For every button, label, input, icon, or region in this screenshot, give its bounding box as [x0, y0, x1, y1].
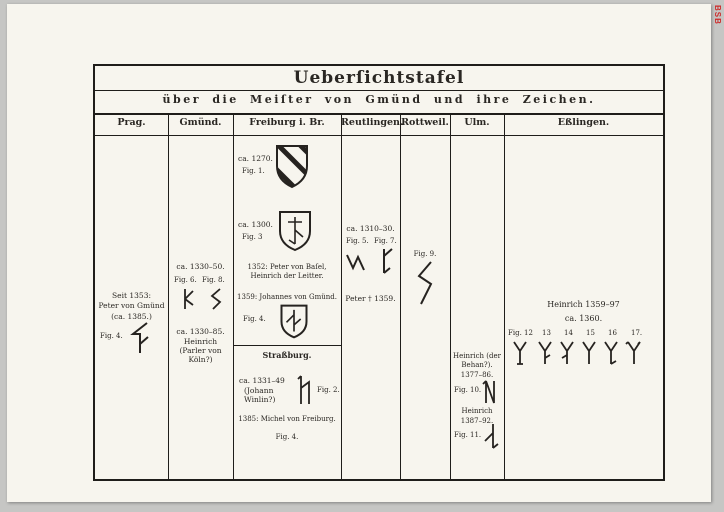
bsb-watermark: BSB	[713, 5, 722, 25]
freiburg-entry3-line1: 1352: Peter von Baſel,	[247, 263, 327, 271]
column-divider	[400, 113, 401, 479]
column-header-esslingen: Eßlingen.	[557, 117, 610, 128]
freiburg-entry4-fig: Fig. 4.	[243, 315, 266, 323]
esslingen-fig13-label: 13	[542, 329, 551, 337]
mason-mark-fig15-icon	[582, 341, 596, 364]
reutlingen-fig7-label: Fig. 7.	[374, 237, 397, 245]
strassburg-fig4-label: Fig. 4.	[275, 433, 299, 441]
column-divider	[233, 113, 234, 479]
freiburg-entry3-line2: Heinrich der Leitter.	[250, 272, 324, 280]
prag-date: Seit 1353:	[112, 291, 151, 300]
reutlingen-date: ca. 1310–30.	[346, 224, 395, 233]
mason-mark-fig10-icon	[482, 380, 495, 404]
ulm-fig10-label: Fig. 10.	[454, 386, 482, 394]
esslingen-fig15-label: 15	[586, 329, 595, 337]
reutlingen-fig5-label: Fig. 5.	[346, 237, 369, 245]
freiburg-entry1-date: ca. 1270.	[238, 154, 273, 163]
column-header-freiburg: Freiburg i. Br.	[249, 117, 325, 128]
mason-mark-fig6-icon	[184, 289, 194, 309]
strassburg-fig-label: Fig. 2.	[317, 386, 340, 394]
rottweil-fig9-label: Fig. 9.	[413, 250, 437, 258]
table-title: Ueberſichtstafel	[293, 68, 465, 88]
mason-mark-fig17-icon	[625, 341, 641, 364]
gmuend-fig8-label: Fig. 8.	[202, 276, 225, 284]
strassburg-name2: Winlin?)	[244, 395, 276, 404]
prag-fig-label: Fig. 4.	[100, 332, 123, 340]
gmuend-dates2: ca. 1330–85.	[176, 327, 225, 336]
strassburg-line2: 1385: Michel von Freiburg.	[238, 415, 336, 423]
title-divider	[95, 90, 663, 91]
header-top-rule	[95, 113, 663, 115]
mason-mark-fig5-icon	[346, 254, 365, 271]
esslingen-line2: ca. 1360.	[564, 314, 603, 323]
esslingen-fig16-label: 16	[608, 329, 617, 337]
ulm-h1-name1: Heinrich (der	[453, 352, 501, 360]
esslingen-fig12-label: Fig. 12	[508, 329, 533, 337]
gmuend-name2: (Parler von	[179, 346, 222, 355]
gmuend-dates1: ca. 1330–50.	[176, 262, 225, 271]
ulm-fig11-label: Fig. 11.	[454, 431, 482, 439]
esslingen-line1: Heinrich 1359–97	[547, 300, 620, 309]
freiburg-entry2-date: ca. 1300.	[238, 220, 273, 229]
gmuend-name3: Köln?)	[188, 355, 213, 364]
column-header-reutlingen: Reutlingen.	[341, 117, 404, 128]
gmuend-fig6-label: Fig. 6.	[174, 276, 197, 284]
mason-mark-fig12-icon	[513, 341, 527, 365]
strassburg-name1: (Johann	[244, 386, 274, 395]
column-header-rottweil: Rottweil.	[401, 117, 449, 128]
ulm-h2-date: 1387–92.	[460, 417, 494, 425]
mason-mark-fig16-icon	[604, 341, 618, 365]
strassburg-divider	[233, 345, 341, 346]
column-divider	[450, 113, 451, 479]
shield-with-mark-icon	[279, 211, 311, 252]
column-divider	[341, 113, 342, 479]
mason-mark-fig11-icon	[484, 424, 499, 449]
esslingen-fig17-label: 17.	[631, 329, 643, 337]
gmuend-name1: Heinrich	[183, 337, 218, 346]
freiburg-entry1-fig: Fig. 1.	[242, 167, 265, 175]
freiburg-entry4-line1: 1359: Johannes von Gmünd.	[237, 293, 337, 301]
column-header-ulm: Ulm.	[464, 117, 490, 128]
mason-mark-fig14-icon	[560, 341, 574, 364]
column-header-gmuend: Gmünd.	[179, 117, 222, 128]
ulm-h1-date: 1377–86.	[460, 371, 494, 379]
strassburg-date: ca. 1331–49	[239, 376, 285, 385]
document-page: Ueberſichtstafel über die Meiſter von Gm…	[7, 4, 711, 502]
header-bottom-rule	[95, 135, 663, 136]
small-shield-with-mark-icon	[280, 304, 308, 339]
prag-date2: (ca. 1385.)	[111, 312, 152, 321]
column-header-prag: Prag.	[117, 117, 146, 128]
mason-mark-fig4-icon	[130, 322, 149, 353]
column-divider	[168, 113, 169, 479]
ulm-h1-name2: Behan?).	[461, 361, 493, 369]
mason-mark-fig9-icon	[417, 261, 433, 305]
mason-mark-fig8-icon	[210, 288, 222, 310]
strassburg-subheader: Straßburg.	[262, 350, 312, 360]
mason-mark-fig13-icon	[538, 341, 552, 364]
reutlingen-peter: Peter † 1359.	[345, 294, 396, 303]
overview-table: Ueberſichtstafel über die Meiſter von Gm…	[93, 64, 665, 481]
mason-mark-fig7-icon	[383, 248, 393, 274]
freiburg-entry2-fig: Fig. 3	[242, 233, 263, 241]
esslingen-fig14-label: 14	[564, 329, 573, 337]
column-divider	[504, 113, 505, 479]
striped-shield-icon	[276, 145, 308, 189]
mason-mark-fig2-icon	[297, 375, 310, 404]
ulm-h2-name: Heinrich	[461, 407, 493, 415]
table-subtitle: über die Meiſter von Gmünd und ihre Zeic…	[162, 93, 596, 106]
prag-name: Peter von Gmünd	[98, 301, 165, 310]
